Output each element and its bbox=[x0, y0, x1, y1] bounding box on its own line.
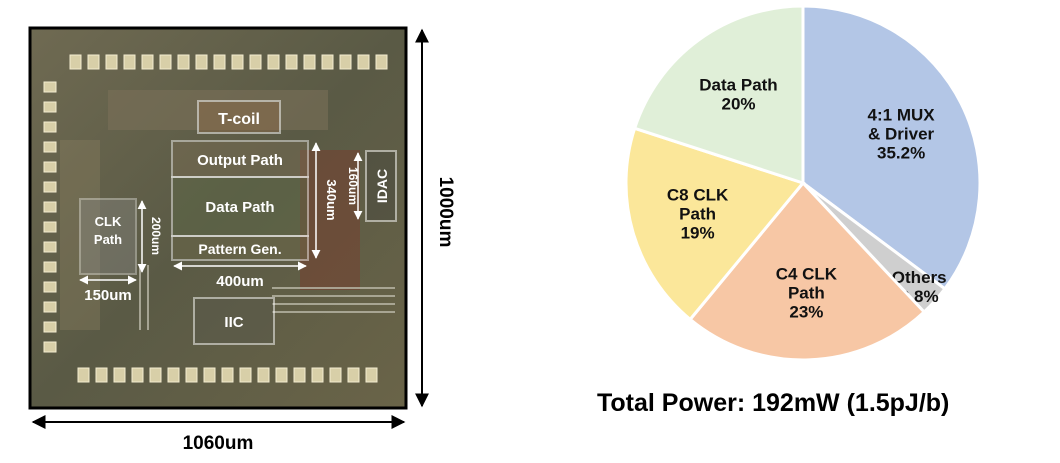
core-width-label: 400um bbox=[216, 273, 264, 290]
bond-pad bbox=[87, 54, 100, 70]
bond-pad bbox=[131, 367, 144, 383]
bond-pad bbox=[43, 201, 57, 213]
bond-pad bbox=[365, 367, 378, 383]
clk-path-label-line2: Path bbox=[94, 232, 122, 247]
core-height-label: 340um bbox=[324, 179, 339, 220]
idac-box bbox=[365, 150, 397, 222]
clk-width-label: 150um bbox=[84, 287, 132, 304]
tcoil-label: T-coil bbox=[218, 111, 260, 128]
bond-pad bbox=[321, 54, 334, 70]
die-outline bbox=[28, 26, 408, 410]
bond-pad bbox=[267, 54, 280, 70]
bond-pad bbox=[213, 54, 226, 70]
bond-pad bbox=[195, 54, 208, 70]
bond-pad bbox=[357, 54, 370, 70]
bond-pad bbox=[149, 367, 162, 383]
bond-pad bbox=[203, 367, 216, 383]
output-path-box bbox=[171, 140, 309, 178]
pattern-gen-label: Pattern Gen. bbox=[198, 241, 281, 257]
bond-pad bbox=[167, 367, 180, 383]
bond-pad bbox=[347, 367, 360, 383]
total-power-label: Total Power: 192mW (1.5pJ/b) bbox=[597, 389, 950, 417]
bond-pad bbox=[275, 367, 288, 383]
bond-pad bbox=[77, 367, 90, 383]
bond-pad bbox=[105, 54, 118, 70]
tcoil-box bbox=[197, 100, 281, 134]
bond-pad bbox=[311, 367, 324, 383]
bond-pad bbox=[69, 54, 82, 70]
data-path-box bbox=[171, 176, 309, 237]
bond-pad bbox=[303, 54, 316, 70]
clk-path-label-line1: CLK bbox=[95, 214, 122, 229]
pie-slice bbox=[632, 4, 805, 186]
bond-pad bbox=[43, 261, 57, 273]
bond-pad bbox=[185, 367, 198, 383]
bond-pad bbox=[257, 367, 270, 383]
bond-pad bbox=[43, 241, 57, 253]
idac-height-label: 160um bbox=[346, 167, 360, 205]
bond-pad bbox=[339, 54, 352, 70]
bond-pads bbox=[43, 54, 388, 383]
bond-pad bbox=[329, 367, 342, 383]
bond-pad bbox=[43, 281, 57, 293]
chip-width-label: 1060um bbox=[183, 433, 254, 454]
pie-slice bbox=[688, 180, 927, 362]
bond-pad bbox=[177, 54, 190, 70]
data-path-label: Data Path bbox=[205, 199, 274, 216]
bond-pad bbox=[293, 367, 306, 383]
chip-height-label: 1000um bbox=[435, 177, 456, 248]
bond-pad bbox=[43, 181, 57, 193]
bond-pad bbox=[43, 121, 57, 133]
bond-pad bbox=[239, 367, 252, 383]
iic-label: IIC bbox=[224, 314, 243, 331]
bond-pad bbox=[231, 54, 244, 70]
bond-pad bbox=[249, 54, 262, 70]
die-photo: T-coil Output Path Data Path Pattern Gen… bbox=[28, 26, 408, 410]
bond-pad bbox=[159, 54, 172, 70]
pie-slice bbox=[624, 126, 806, 322]
bond-pad bbox=[113, 367, 126, 383]
clk-path-box bbox=[79, 198, 137, 275]
capacitor-array bbox=[300, 150, 360, 290]
bond-pad bbox=[43, 321, 57, 333]
bond-pad bbox=[43, 341, 57, 353]
bond-pad bbox=[141, 54, 154, 70]
bond-pad bbox=[95, 367, 108, 383]
iic-box bbox=[193, 297, 275, 345]
bond-pad bbox=[43, 141, 57, 153]
bond-pad bbox=[43, 301, 57, 313]
bond-pad bbox=[123, 54, 136, 70]
bond-pad bbox=[285, 54, 298, 70]
idac-label: IDAC bbox=[374, 169, 390, 203]
bond-pad bbox=[43, 161, 57, 173]
routing-region-left bbox=[60, 140, 100, 330]
pattern-gen-box bbox=[171, 235, 309, 261]
bus-lines bbox=[139, 265, 395, 330]
bond-pad bbox=[375, 54, 388, 70]
pie-slice bbox=[801, 4, 982, 291]
bond-pad bbox=[221, 367, 234, 383]
bond-pad bbox=[43, 81, 57, 93]
output-path-label: Output Path bbox=[197, 152, 283, 169]
bond-pad bbox=[43, 221, 57, 233]
clk-height-label: 200um bbox=[149, 217, 163, 255]
bond-pad bbox=[43, 101, 57, 113]
